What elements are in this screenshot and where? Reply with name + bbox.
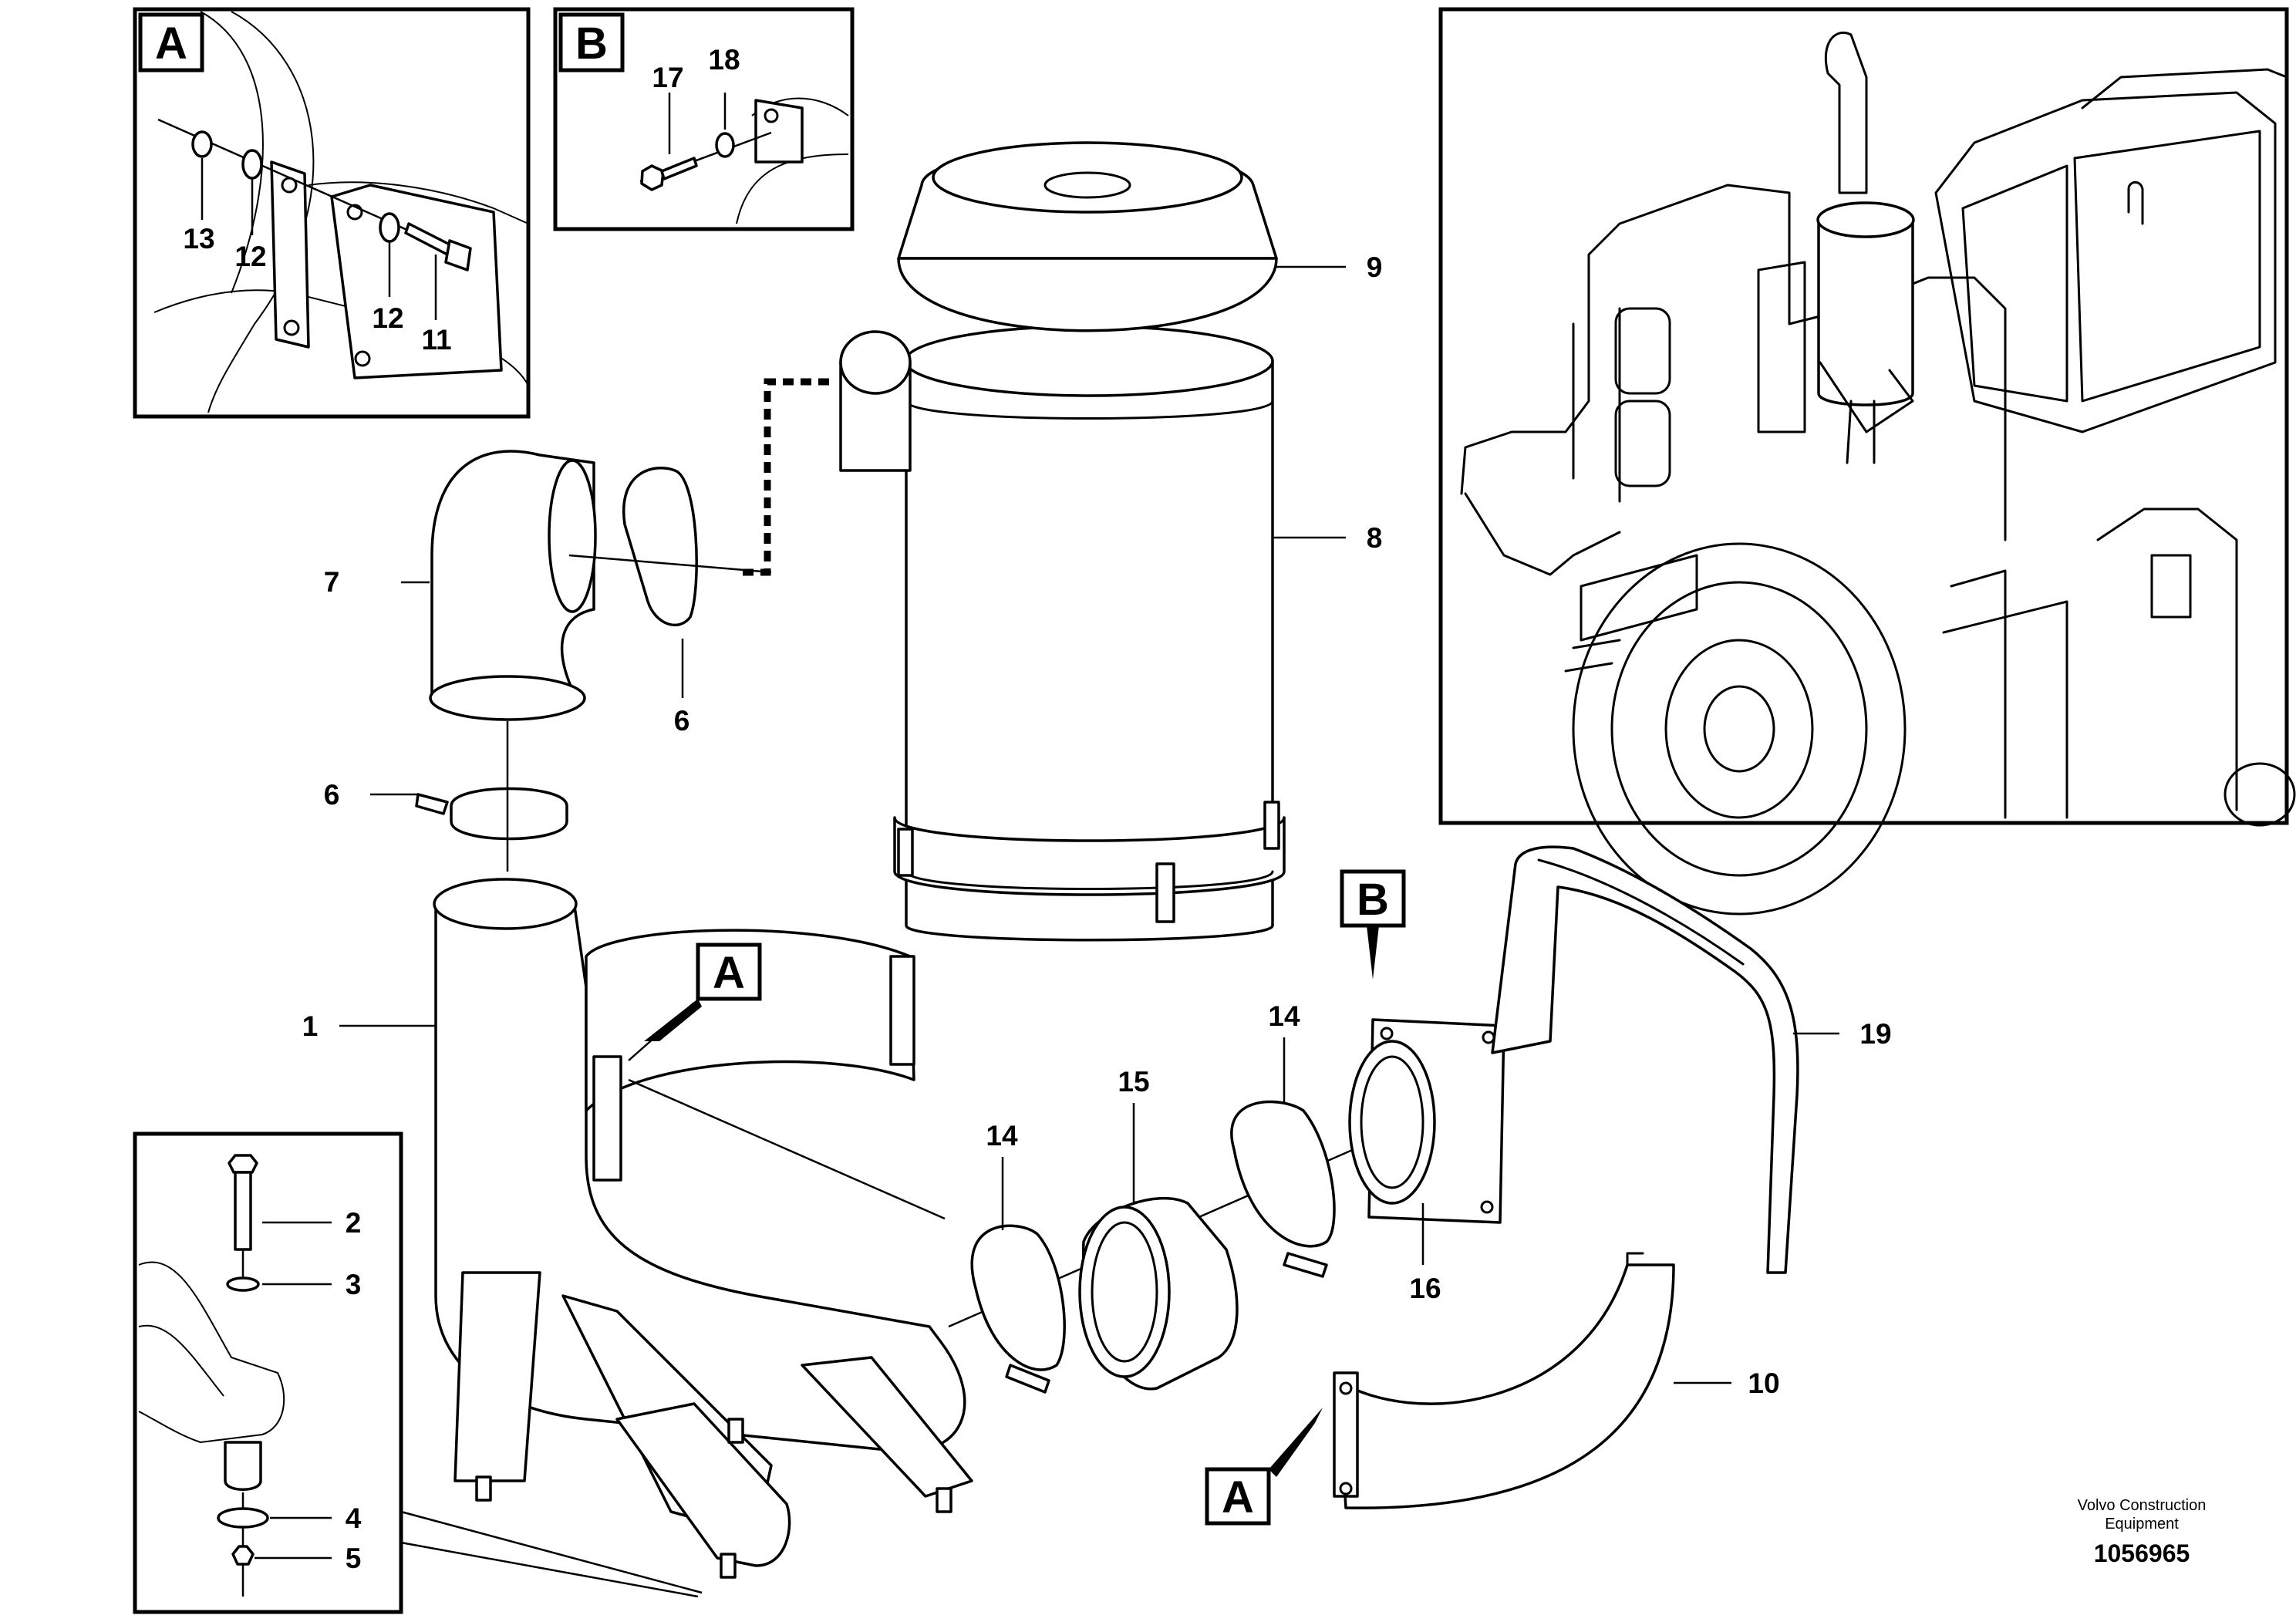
callout-10: 10 (1748, 1367, 1779, 1399)
credit-block: Volvo Construction Equipment 1056965 (2078, 1497, 2207, 1567)
callout-7: 7 (324, 566, 340, 598)
credit-line-2: Equipment (2105, 1516, 2179, 1533)
callout-6-lower: 6 (324, 779, 340, 811)
callout-8: 8 (1367, 522, 1383, 554)
detail-ref-b (1340, 869, 1406, 980)
callout-16: 16 (1409, 1273, 1441, 1304)
detail-label-b-ref: B (1357, 875, 1389, 925)
credit-line-1: Volvo Construction (2078, 1497, 2207, 1514)
machine-overview-inset (1438, 7, 2296, 916)
intake-pipe (433, 878, 973, 1579)
detail-label-b-inset: B (575, 19, 608, 69)
detail-ref-a-lower (1205, 1408, 1323, 1526)
callout-12-right: 12 (372, 302, 403, 334)
callout-6-upper: 6 (674, 705, 690, 737)
callout-11: 11 (421, 324, 451, 356)
connector-parts (628, 1018, 1505, 1394)
callout-4: 4 (346, 1502, 362, 1534)
elbow-hose-assembly (415, 450, 772, 872)
strap-band-lower (1333, 1252, 1675, 1509)
callout-13: 13 (183, 223, 214, 255)
callout-18: 18 (708, 44, 740, 76)
callout-1: 1 (302, 1010, 319, 1042)
detail-label-a-inset: A (155, 19, 187, 69)
callout-15: 15 (1118, 1066, 1149, 1098)
detail-label-a-lower: A (1222, 1472, 1254, 1523)
part-callouts: 13 12 12 11 17 18 9 8 7 6 6 1 2 3 4 5 14… (183, 44, 1891, 1574)
detail-a-inset (133, 7, 531, 419)
callout-19: 19 (1859, 1018, 1891, 1050)
rubber-seal (1491, 845, 1799, 1274)
callout-12-left: 12 (234, 241, 266, 272)
document-number: 1056965 (2094, 1539, 2190, 1567)
leader-lines (255, 265, 1839, 1560)
detail-label-a-upper: A (713, 948, 745, 998)
callout-5: 5 (346, 1543, 362, 1574)
callout-14-left: 14 (986, 1120, 1018, 1152)
detail-ref-a-upper (628, 943, 762, 1061)
detail-b-inset (553, 7, 855, 231)
callout-14-right: 14 (1268, 1000, 1300, 1032)
callout-2: 2 (346, 1207, 362, 1239)
air-cleaner-assembly (740, 141, 1286, 942)
detail-mount-inset (133, 1131, 703, 1614)
callout-17: 17 (652, 62, 683, 93)
callout-9: 9 (1367, 251, 1383, 283)
callout-3: 3 (346, 1269, 362, 1300)
detail-labels: A B A B A (155, 19, 1389, 1523)
mounting-band-upper (585, 929, 915, 1182)
